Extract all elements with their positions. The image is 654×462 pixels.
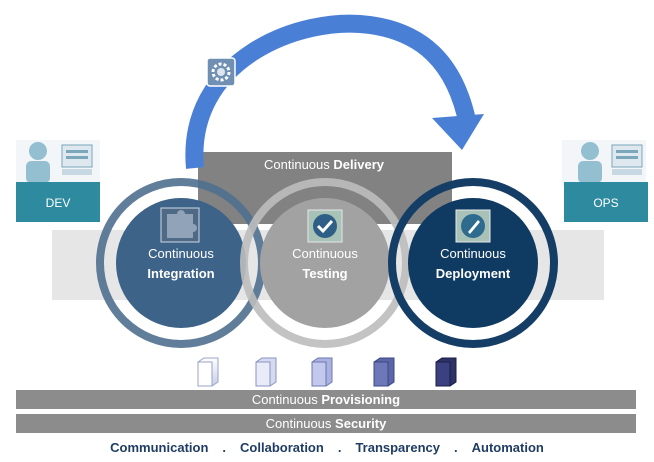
puzzle-icon [160,207,200,243]
deployment-stage: Continuous Deployment [388,178,558,348]
provisioning-bar [16,390,636,409]
server-icon [373,357,395,387]
testing-stage: Continuous Testing [240,178,410,348]
delivery-label: Continuous Delivery [264,157,385,172]
server-icon [255,357,277,387]
deployment-line2: Deployment [436,266,511,281]
testing-line2: Testing [302,266,347,281]
server-icon [197,357,219,387]
rocket-icon [455,209,491,243]
security-label: Continuous Security [266,416,387,431]
checkmark-icon [307,209,343,243]
dev-label: DEV [46,196,71,210]
integration-line2: Integration [147,266,214,281]
footer-separator: . [337,440,342,455]
provisioning-label: Continuous Provisioning [252,392,400,407]
footer-separator: . [222,440,227,455]
feedback-arrowhead [432,114,484,150]
footer-separator: . [453,440,458,455]
footer-item: Collaboration [240,440,324,455]
security-bar [16,414,636,433]
ops-actor: OPS [562,140,648,222]
integration-stage: Continuous Integration [96,178,266,348]
feedback-arc [185,14,477,169]
footer-item: Transparency [355,440,440,455]
footer-item: Communication [110,440,209,455]
server-icon [435,357,457,387]
footer-principles: Communication. Collaboration. Transparency… [0,440,654,457]
testing-line1: Continuous [292,246,358,261]
gear-icon [206,57,236,87]
footer-item: Automation [471,440,544,455]
integration-line1: Continuous [148,246,214,261]
deployment-line1: Continuous [440,246,506,261]
dev-actor: DEV [16,140,100,222]
ops-label: OPS [593,196,618,210]
server-icon [311,357,333,387]
